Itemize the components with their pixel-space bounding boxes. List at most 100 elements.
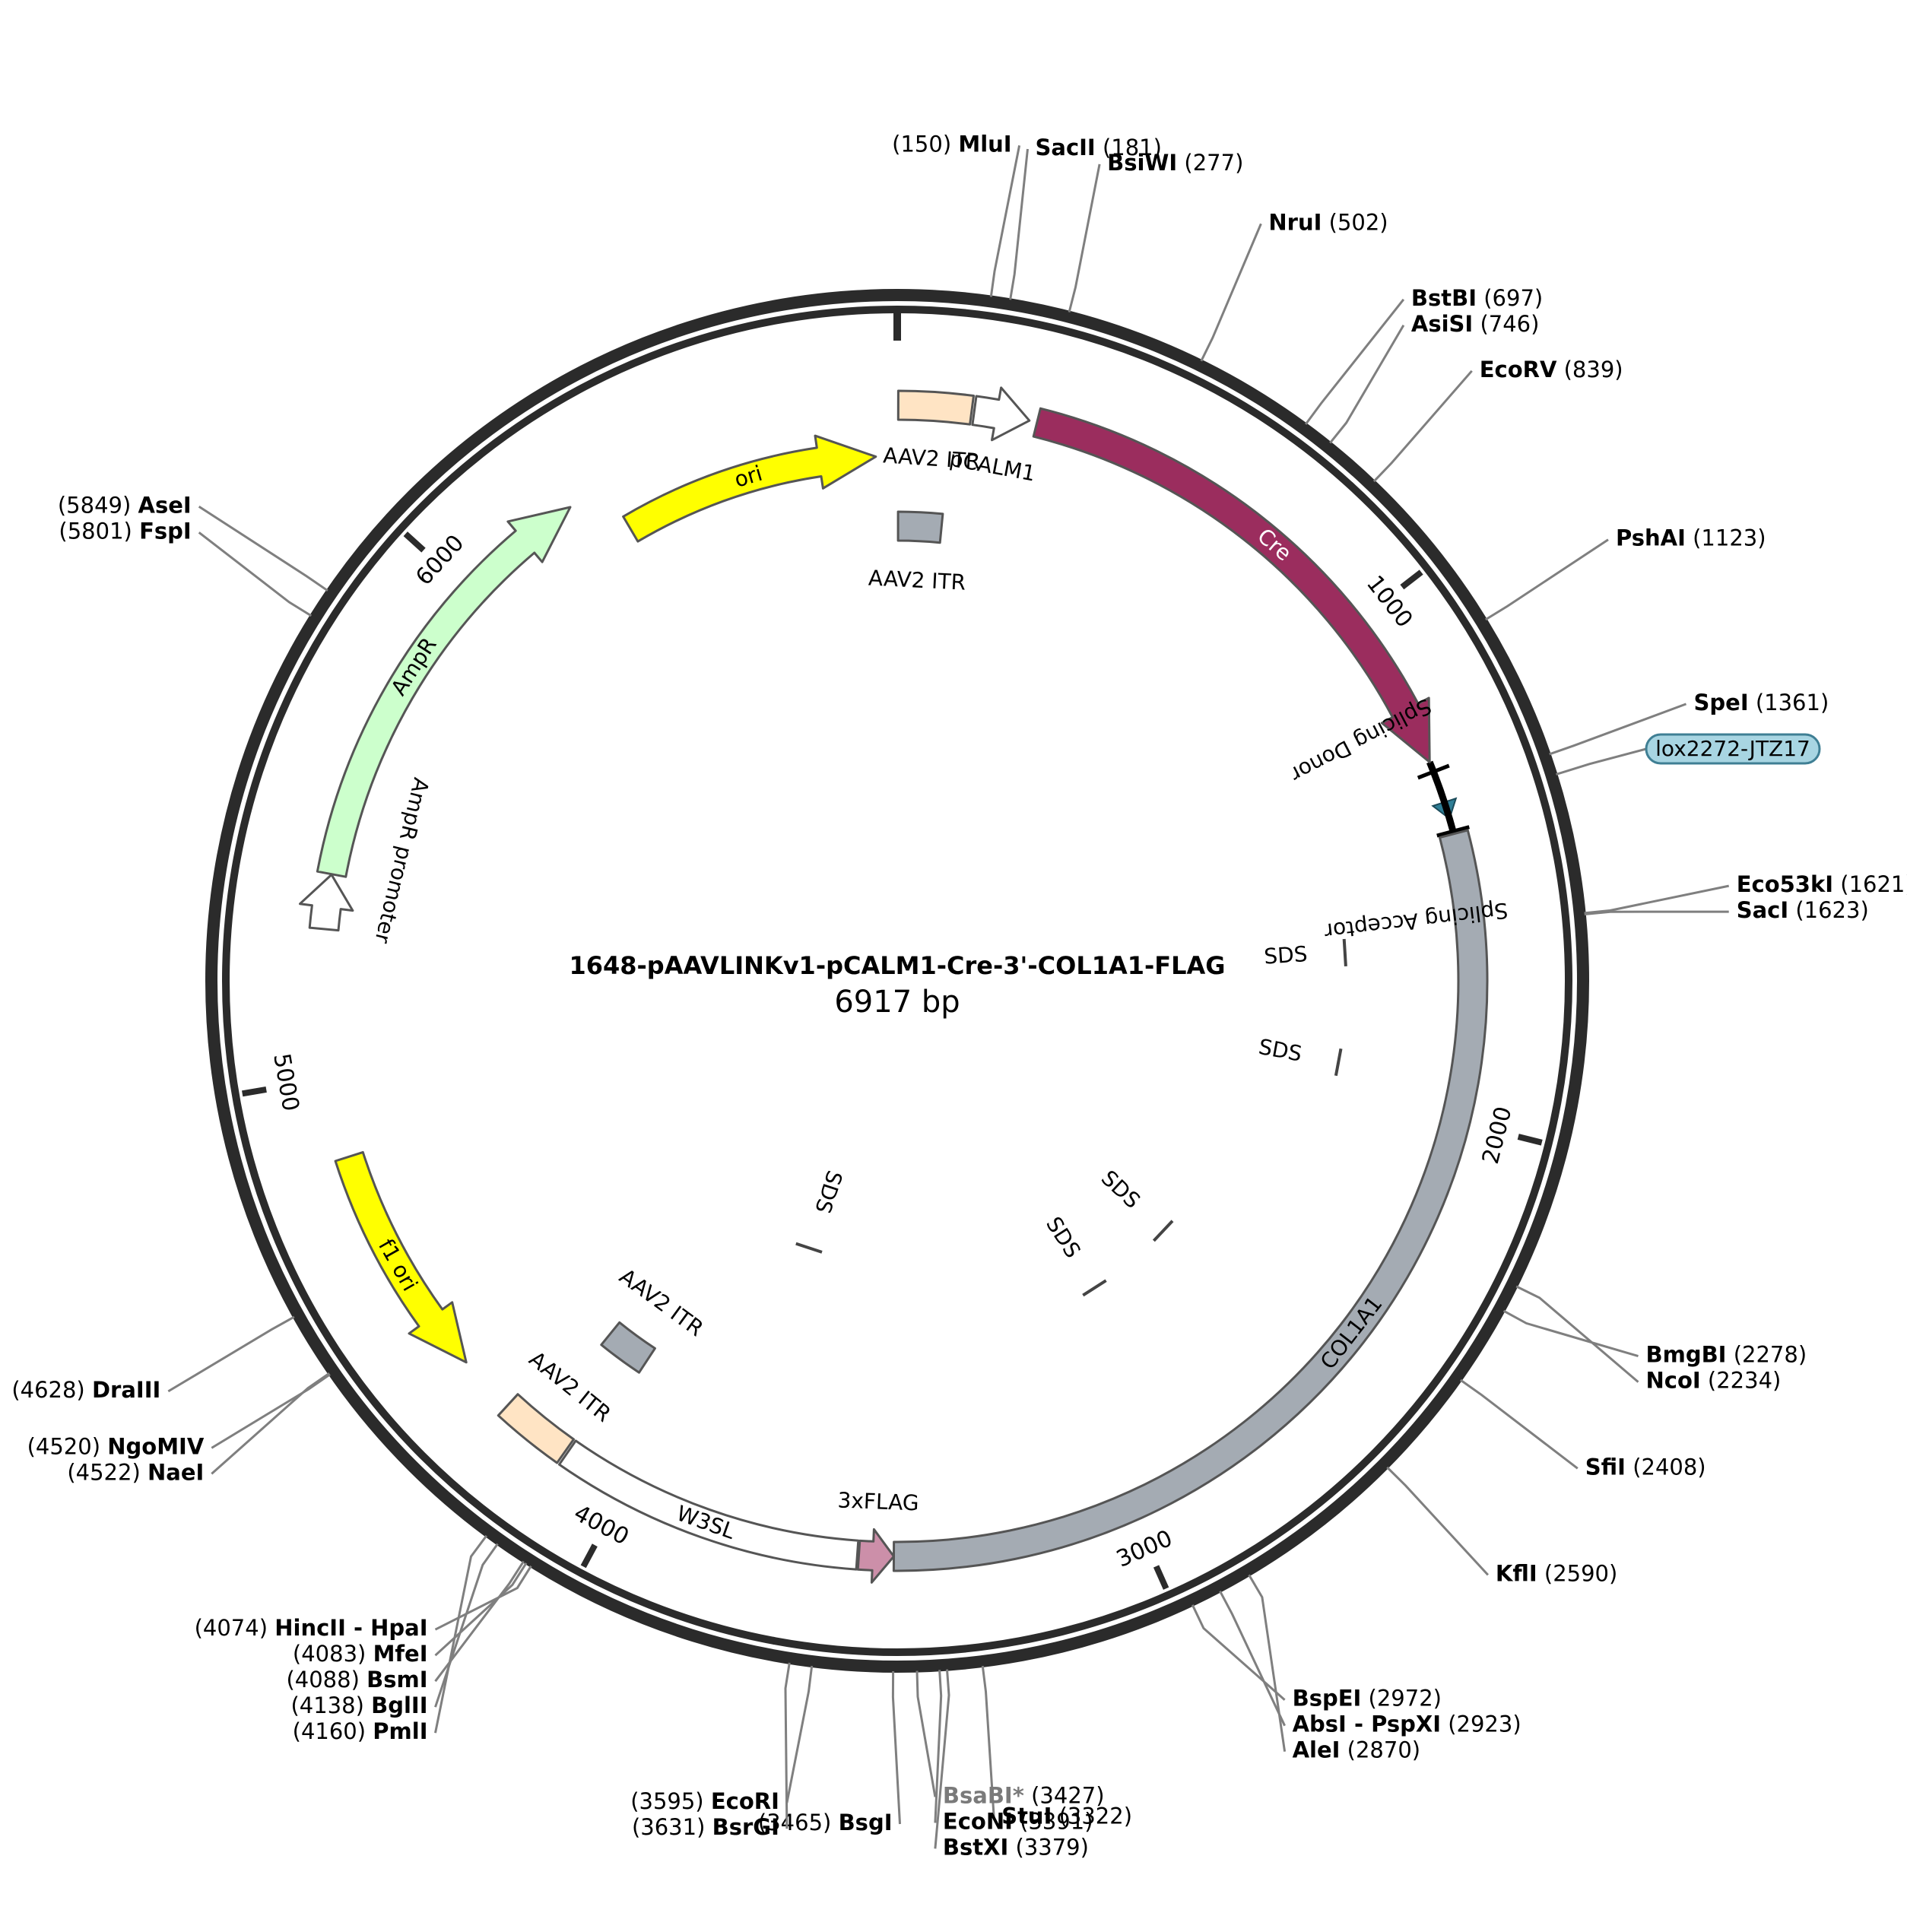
feature-aav2-itr-2 [896,510,944,544]
enzyme-position: (4520) [27,1433,100,1459]
enzyme-name: PshAI [1616,525,1686,551]
enzyme-name: SacII [1036,135,1096,160]
site-leader-line [1248,1574,1287,1752]
enzyme-name: BsgI [839,1810,893,1835]
enzyme-position: (2923) [1448,1712,1521,1737]
lox2272-label: lox2272-JTZ17 [1655,736,1810,761]
plasmid-name: 1648-pAAVLINKv1-pCALM1-Cre-3'-COL1A1-FLA… [569,951,1225,980]
tick-mark [242,1086,267,1097]
sds-mark [795,1242,823,1254]
enzyme-position: (4138) [290,1692,363,1718]
site-label-kfli: KflI (2590) [1496,1560,1617,1586]
enzyme-name: BstBI [1411,285,1477,311]
enzyme-position: (2234) [1708,1368,1781,1394]
site-leader-line [434,1534,488,1734]
enzyme-name: BsmI [366,1667,427,1692]
site-label-bglii: (4138) BglII [290,1692,427,1718]
enzyme-position: (1123) [1693,525,1766,551]
site-leader-line [891,1670,901,1825]
site-label-stui: StuI (3322) [1001,1804,1132,1829]
enzyme-position: (3465) [758,1810,831,1835]
site-leader-line [1459,1378,1579,1470]
enzyme-name: SacI [1737,897,1788,923]
site-label-asei: (5849) AseI [58,492,192,518]
backbone-inner-ring [222,306,1572,1656]
site-leader-line [434,1565,532,1631]
enzyme-position: (3391) [1020,1808,1093,1834]
enzyme-name: BspEI [1293,1686,1362,1712]
site-leader-line [1329,325,1405,444]
site-label-ecori: (3595) EcoRI [630,1788,779,1814]
splice-tick [1436,825,1470,838]
enzyme-position: (2972) [1369,1686,1442,1712]
enzyme-name: EcoRV [1480,357,1557,382]
plasmid-size: 6917 bp [834,985,960,1020]
site-leader-line [434,1560,525,1683]
tick-mark [403,531,426,553]
site-leader-line [934,1670,943,1823]
enzyme-position: (3379) [1016,1834,1089,1860]
feature-f1-ori [334,1150,468,1364]
site-leader-line [1386,1466,1490,1576]
enzyme-position: (5849) [58,492,131,518]
site-leader-line [1485,538,1609,621]
tick-label: 6000 [411,530,469,591]
enzyme-position: (839) [1564,357,1623,382]
site-leader-line [1009,148,1029,300]
site-label-naei: (4522) NaeI [67,1459,204,1485]
enzyme-name: AleI [1293,1737,1341,1763]
lox-leader-line [1556,747,1647,776]
enzyme-position: (5801) [59,518,132,544]
feature-label-ampr-promoter: AmpR promoter [370,776,434,946]
tick-mark [1400,569,1423,590]
sds-label: SDS [1257,1034,1304,1067]
feature-aav2-itr-4 [600,1321,656,1374]
enzyme-name: SpeI [1694,690,1749,715]
enzyme-name: AbsI - PspXI [1293,1712,1441,1737]
site-label-spei: SpeI (1361) [1694,690,1829,715]
tick-mark [580,1543,598,1569]
backbone-outer-ring [205,289,1589,1673]
site-leader-line [167,1315,295,1393]
sds-mark [1082,1279,1107,1297]
site-label-mfei: (4083) MfeI [293,1641,428,1667]
enzyme-position: (3595) [630,1788,703,1814]
enzyme-name: HincII - HpaI [274,1615,427,1641]
enzyme-name: PmlI [373,1718,427,1744]
site-label-econi: EcoNI (3391) [943,1808,1093,1834]
site-leader-line [1304,298,1405,425]
enzyme-name: BsiWI [1107,150,1177,176]
enzyme-position: (277) [1184,150,1243,176]
site-label-pshai: PshAI (1123) [1616,525,1766,551]
site-label-bsabi: BsaBI* (3427) [943,1782,1105,1808]
enzyme-position: (1621) [1840,871,1907,897]
feature-cre [1032,407,1431,763]
enzyme-name: DraIII [92,1377,160,1403]
tick-mark [1517,1134,1543,1146]
site-label-bstxi: BstXI (3379) [943,1834,1089,1860]
enzyme-name: BsrGI [712,1814,779,1840]
tick-label: 3000 [1112,1525,1176,1573]
site-label-draiii: (4628) DraIII [11,1377,160,1403]
enzyme-position: (2408) [1633,1454,1706,1480]
site-label-sacii: SacII (181) [1036,135,1162,160]
site-leader-line [1068,163,1101,312]
site-label-bsgi: (3465) BsgI [758,1810,893,1835]
enzyme-name: NaeI [148,1459,204,1485]
site-label-ncoi: NcoI (2234) [1646,1368,1782,1394]
enzyme-name: BmgBI [1646,1342,1727,1368]
enzyme-position: (150) [892,131,951,157]
enzyme-position: (3322) [1059,1804,1132,1829]
site-leader-line [934,1669,950,1849]
enzyme-position: (2278) [1734,1342,1807,1368]
site-leader-line [198,506,328,592]
enzyme-name: BglII [371,1692,427,1718]
splice-tick [1417,763,1450,780]
enzyme-name: BsaBI* [943,1782,1024,1808]
enzyme-position: (4083) [293,1641,366,1667]
feature-label-3xflag: 3xFLAG [837,1488,919,1516]
enzyme-name: AsiSI [1411,311,1473,337]
sds-mark [1334,1048,1343,1077]
site-label-fspi: (5801) FspI [59,518,191,544]
